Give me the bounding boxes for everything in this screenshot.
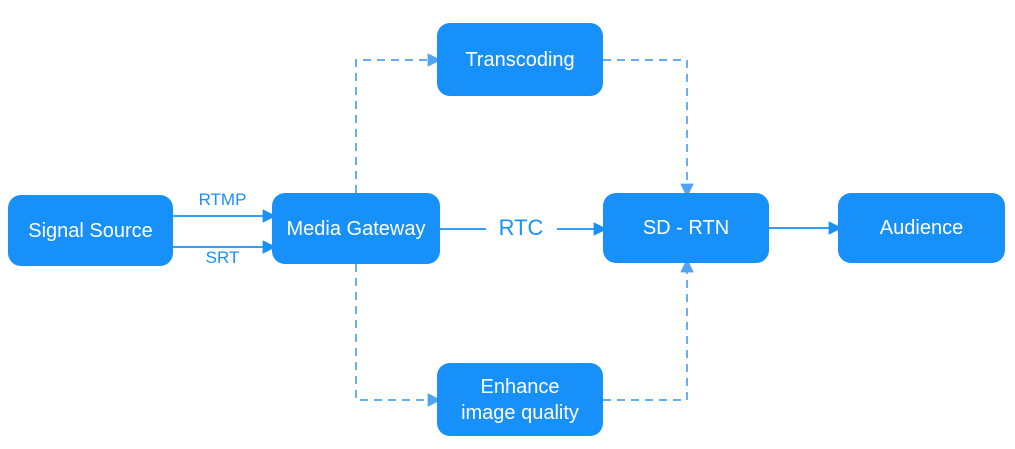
edge-label-rtc: RTC — [498, 215, 544, 240]
node-transcoding: Transcoding — [437, 23, 603, 96]
edge-gateway-to-enhance — [355, 264, 442, 407]
edge-label-rtmp: RTMP — [198, 190, 247, 209]
edge-enhance-to-sdrtn — [603, 258, 694, 401]
edge-transcoding-to-sdrtn — [603, 59, 694, 198]
node-media-gateway-label: Media Gateway — [286, 217, 426, 240]
edge-gateway-to-transcoding — [355, 53, 442, 193]
node-enhance-image-quality: Enhance image quality — [437, 363, 603, 436]
node-enhance-image-quality-label: Enhance image quality — [461, 375, 579, 424]
node-media-gateway: Media Gateway — [272, 193, 440, 264]
node-audience-label: Audience — [879, 217, 964, 239]
node-signal-source-label: Signal Source — [28, 219, 153, 242]
node-sd-rtn: SD - RTN — [603, 193, 769, 263]
node-audience: Audience — [838, 193, 1005, 263]
edge-label-srt: SRT — [205, 248, 240, 267]
node-sd-rtn-label: SD - RTN — [642, 217, 730, 239]
node-signal-source: Signal Source — [8, 195, 173, 266]
node-transcoding-label: Transcoding — [465, 48, 575, 71]
